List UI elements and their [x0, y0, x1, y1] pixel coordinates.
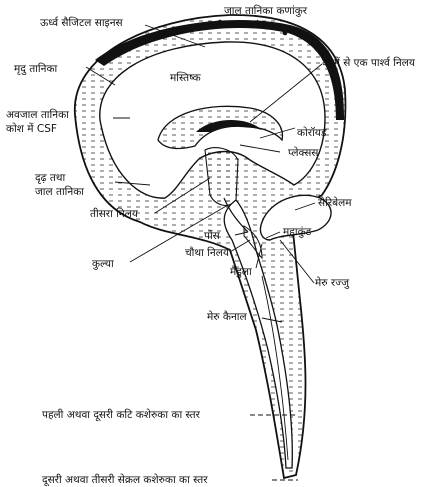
label-cisterna-magna: महाकुंड	[283, 226, 311, 238]
label-central-canal: मेरु कैनाल	[207, 311, 247, 323]
label-lumbar-level: पहली अथवा दूसरी कटि कशेरुका का स्तर	[42, 409, 200, 421]
label-dura-2: जाल तानिका	[35, 186, 84, 198]
label-lateral-ventricles: दो में से एक पार्श्व निलय	[322, 57, 415, 69]
label-dura-1: दृढ़ तथा	[35, 172, 65, 184]
label-spinal-cord: मेरु रज्जु	[315, 277, 349, 289]
label-aqueduct: कुल्या	[92, 258, 114, 270]
label-medulla: मैडुला	[230, 266, 252, 278]
label-arachnoid-villi: जाल तानिका कणांकुर	[224, 5, 307, 17]
label-subarachnoid-csf-1: अवजाल तानिका	[6, 109, 69, 121]
label-cerebrum: मस्तिष्क	[170, 72, 201, 84]
label-choroid: कोरॉयड	[297, 127, 327, 139]
label-superior-sagittal-sinus: ऊर्ध्व सैजिटल साइनस	[40, 17, 123, 29]
label-sacral-level: दूसरी अथवा तीसरी सेक्रल कशेरुका का स्तर	[42, 474, 208, 486]
label-pons: पोंस	[204, 230, 220, 242]
label-subarachnoid-csf-2: कोश में CSF	[6, 123, 57, 135]
label-pia-mater: मृदु तानिका	[14, 63, 57, 75]
label-cerebellum: सेरिबेलम	[318, 197, 352, 209]
label-third-ventricle: तीसरा निलय	[90, 208, 138, 220]
label-fourth-ventricle: चौथा निलय	[185, 247, 229, 259]
label-plexus: प्लेक्सस	[288, 147, 318, 159]
